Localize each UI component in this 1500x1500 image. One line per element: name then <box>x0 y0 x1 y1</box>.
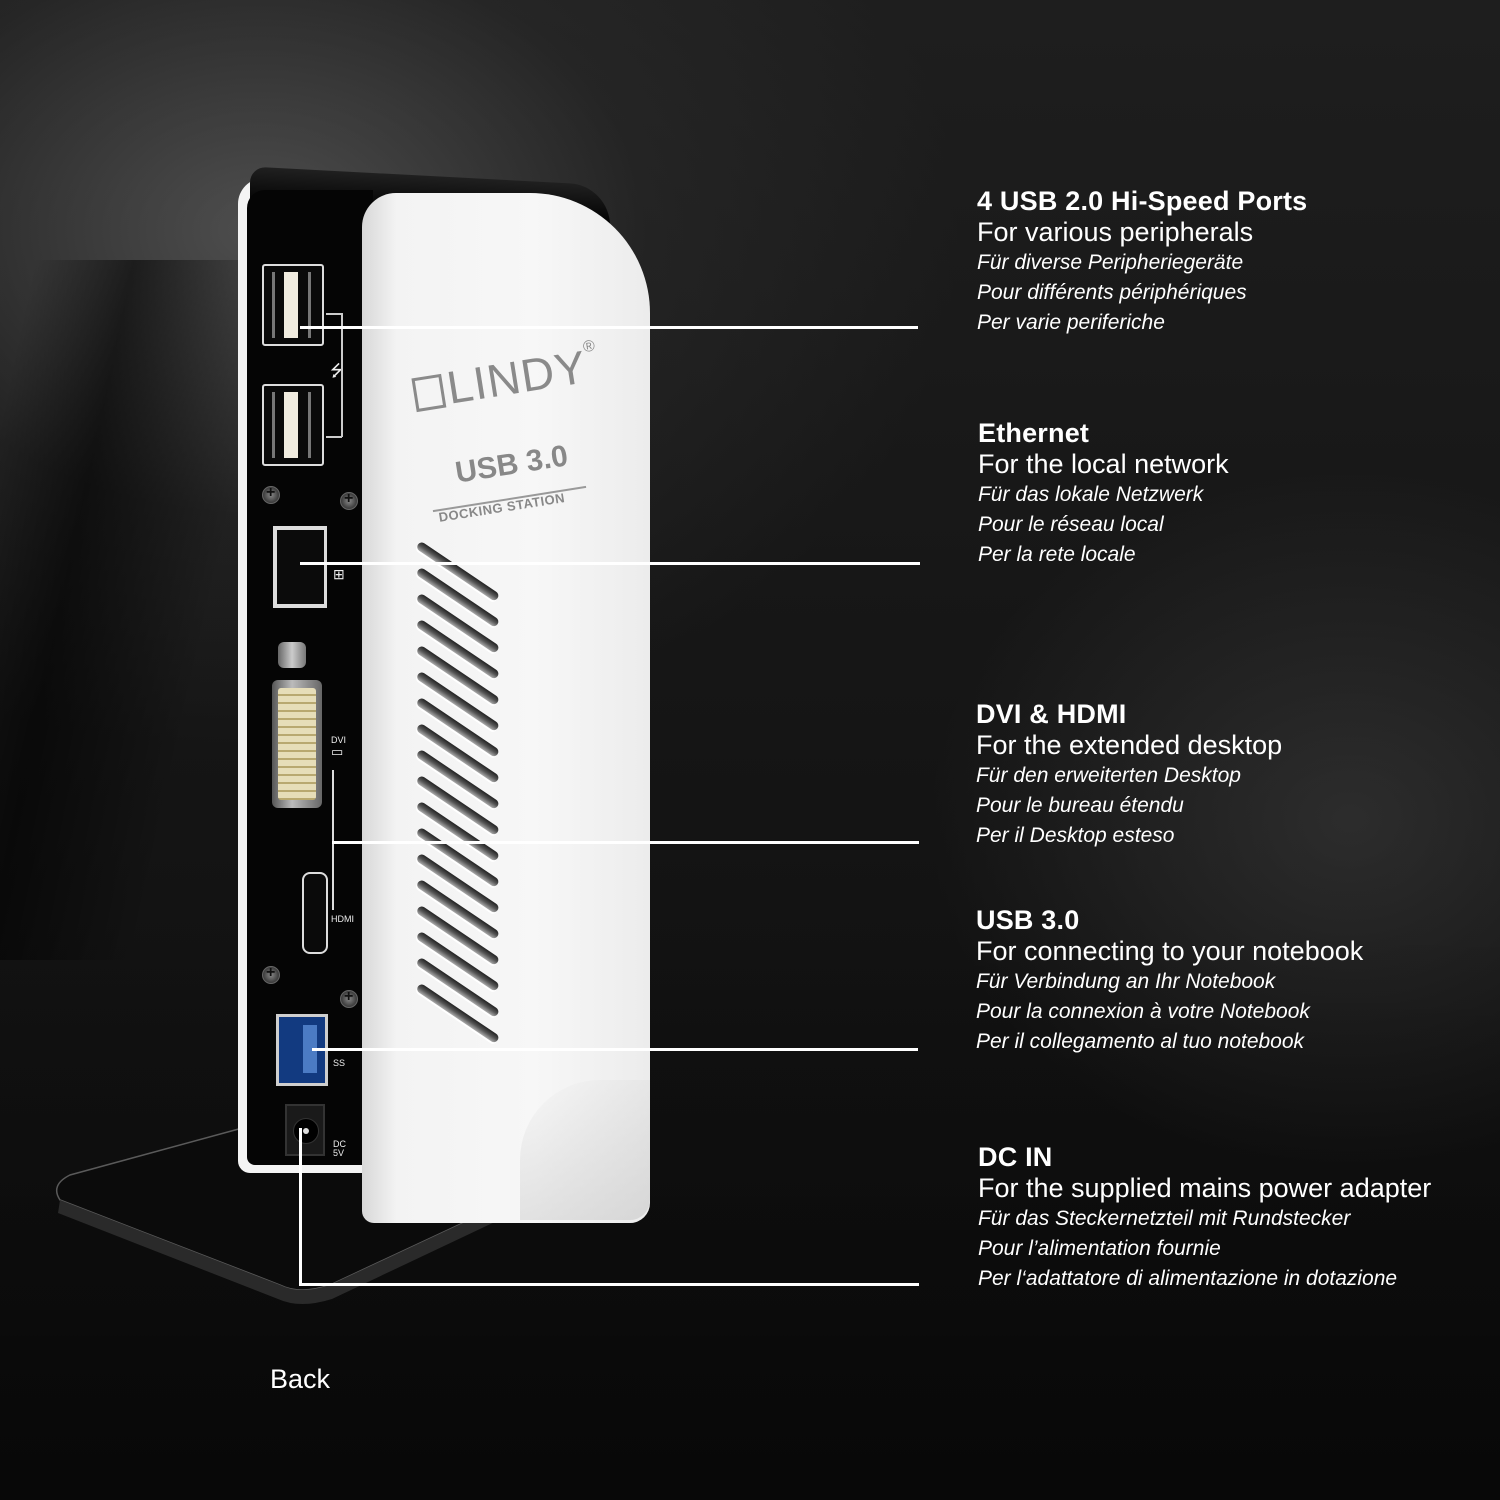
callout-italian: Per il Desktop esteso <box>976 824 1175 847</box>
screw-icon <box>340 490 358 510</box>
usb-bracket-vertical <box>341 313 343 437</box>
callout-line-display <box>332 841 919 844</box>
callout-ethernet: Ethernet For the local network Für das l… <box>978 418 1229 570</box>
ethernet-port <box>273 526 327 608</box>
usb-bracket-bottom <box>326 436 342 438</box>
callout-french: Pour le réseau local <box>978 513 1164 536</box>
callout-dc-in: DC IN For the supplied mains power adapt… <box>978 1142 1431 1294</box>
dvi-label: DVI <box>331 735 347 745</box>
callout-subtitle: For various peripherals <box>977 217 1254 247</box>
callout-italian: Per varie periferiche <box>977 311 1165 334</box>
callout-german: Für diverse Peripheriegeräte <box>977 251 1244 274</box>
callout-subtitle: For the local network <box>978 449 1229 479</box>
callout-title: DC IN <box>978 1142 1053 1172</box>
screw-icon <box>262 964 280 984</box>
callout-line-usb2 <box>300 326 918 329</box>
dc-in-port <box>285 1104 325 1156</box>
callout-french: Pour le bureau étendu <box>976 794 1184 817</box>
callout-display: DVI & HDMI For the extended desktop Für … <box>976 699 1282 851</box>
callout-french: Pour différents périphériques <box>977 281 1247 304</box>
callout-german: Für das lokale Netzwerk <box>978 483 1204 506</box>
callout-line-dc-vertical <box>299 1128 302 1286</box>
monitor-icon: ▭ <box>331 744 344 759</box>
callout-line-ethernet <box>300 562 920 565</box>
callout-italian: Per la rete locale <box>978 543 1136 566</box>
callout-subtitle: For connecting to your notebook <box>976 936 1364 966</box>
screw-icon <box>262 484 280 504</box>
usb-trident-icon: ⭍ <box>330 363 344 380</box>
callout-german: Für das Steckernetzteil mit Rundstecker <box>978 1207 1351 1230</box>
ventilation-slots <box>415 540 508 1080</box>
network-icon: ⊞ <box>333 566 345 582</box>
hdmi-port <box>302 872 328 954</box>
dc-label: DC 5V <box>333 1139 346 1158</box>
registered-mark: ® <box>581 337 598 357</box>
callout-usb3: USB 3.0 For connecting to your notebook … <box>976 905 1363 1057</box>
callout-subtitle: For the extended desktop <box>976 730 1283 760</box>
device-side-panel <box>362 193 650 1223</box>
callout-german: Für Verbindung an Ihr Notebook <box>976 970 1276 993</box>
callout-usb2: 4 USB 2.0 Hi-Speed Ports For various per… <box>977 186 1307 338</box>
hdmi-label: HDMI <box>331 914 354 924</box>
callout-title: 4 USB 2.0 Hi-Speed Ports <box>977 186 1308 216</box>
callout-line-dc <box>299 1283 919 1286</box>
callout-title: DVI & HDMI <box>976 699 1127 729</box>
callout-french: Pour la connexion à votre Notebook <box>976 1000 1310 1023</box>
callout-title: USB 3.0 <box>976 905 1080 935</box>
callout-german: Für den erweiterten Desktop <box>976 764 1241 787</box>
view-caption: Back <box>270 1364 331 1394</box>
usb-bracket-top <box>326 313 342 315</box>
usb-a-port-1 <box>262 264 324 346</box>
device-side-curve <box>520 1080 650 1220</box>
display-bracket <box>332 770 334 910</box>
usb-a-port-2 <box>262 384 324 466</box>
lindy-logo-icon <box>411 373 447 413</box>
usb3-label: SS <box>333 1058 346 1068</box>
dvi-thumbscrew <box>278 642 306 668</box>
callout-line-usb3 <box>312 1048 918 1051</box>
callout-italian: Per l‘adattatore di alimentazione in dot… <box>978 1267 1398 1290</box>
callout-title: Ethernet <box>978 418 1090 448</box>
callout-subtitle: For the supplied mains power adapter <box>978 1173 1432 1203</box>
dvi-port <box>272 680 322 808</box>
callout-italian: Per il collegamento al tuo notebook <box>976 1030 1305 1053</box>
callout-french: Pour l’alimentation fournie <box>978 1237 1221 1260</box>
screw-icon <box>340 988 358 1008</box>
